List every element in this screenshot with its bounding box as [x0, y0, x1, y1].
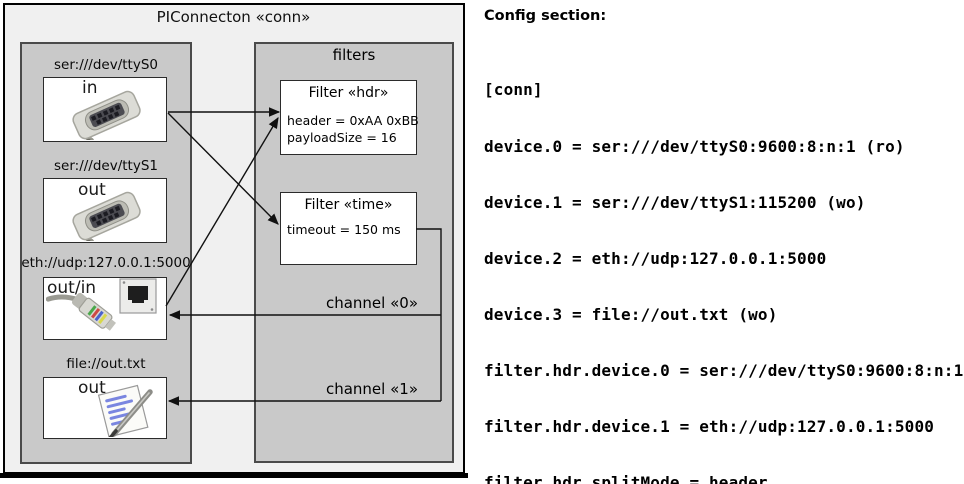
- config-heading: Config section:: [484, 8, 607, 24]
- device-port-label: out: [78, 180, 106, 200]
- device-uri-label: ser:///dev/ttyS1: [54, 158, 158, 174]
- config-line: device.0 = ser:///dev/ttyS0:9600:8:n:1 (…: [484, 136, 905, 156]
- filter-attr: header = 0xAA 0xBB: [287, 113, 419, 128]
- filter-hdr-box: Filter «hdr» header = 0xAA 0xBB payloadS…: [280, 80, 419, 155]
- config-lines: [conn] device.0 = ser:///dev/ttyS0:9600:…: [484, 44, 964, 484]
- device-uri-label: eth://udp:127.0.0.1:5000: [21, 255, 191, 271]
- device-port-label: out/in: [47, 278, 97, 298]
- config-line: device.3 = file://out.txt (wo): [484, 304, 778, 324]
- notepad-pen-icon: [97, 384, 153, 437]
- config-line: device.1 = ser:///dev/ttyS1:115200 (wo): [484, 192, 866, 212]
- filter-time-box: Filter «time» timeout = 150 ms: [280, 192, 417, 265]
- config-line: filter.hdr.device.0 = ser:///dev/ttyS0:9…: [484, 360, 964, 380]
- filter-attr: payloadSize = 16: [287, 130, 397, 145]
- serial-db9-connector-icon: [72, 90, 141, 140]
- serial-db9-connector-icon: [72, 191, 141, 241]
- filter-title: Filter «hdr»: [308, 85, 389, 101]
- device-port-label: in: [82, 78, 98, 98]
- frame-title: PIConnecton «conn»: [156, 8, 311, 26]
- device-uri-label: ser:///dev/ttyS0: [54, 57, 158, 73]
- filter-title: Filter «time»: [304, 197, 393, 213]
- device-uri-label: file://out.txt: [66, 356, 146, 372]
- channel-0-label: channel «0»: [325, 294, 418, 312]
- channel-1-label: channel «1»: [325, 380, 418, 398]
- device-port-label: out: [78, 378, 106, 398]
- filter-attr: timeout = 150 ms: [287, 222, 401, 237]
- config-line: filter.hdr.splitMode = header: [484, 473, 768, 484]
- config-line: filter.hdr.device.1 = eth://udp:127.0.0.…: [484, 416, 935, 436]
- figure-bottom-rule: [0, 473, 468, 478]
- filters-panel-title: filters: [332, 46, 376, 64]
- config-section: Config section: [conn] device.0 = ser://…: [484, 8, 964, 484]
- ethernet-rj45-connector-icon: [46, 278, 157, 331]
- config-line: device.2 = eth://udp:127.0.0.1:5000: [484, 248, 827, 268]
- config-line: [conn]: [484, 80, 543, 100]
